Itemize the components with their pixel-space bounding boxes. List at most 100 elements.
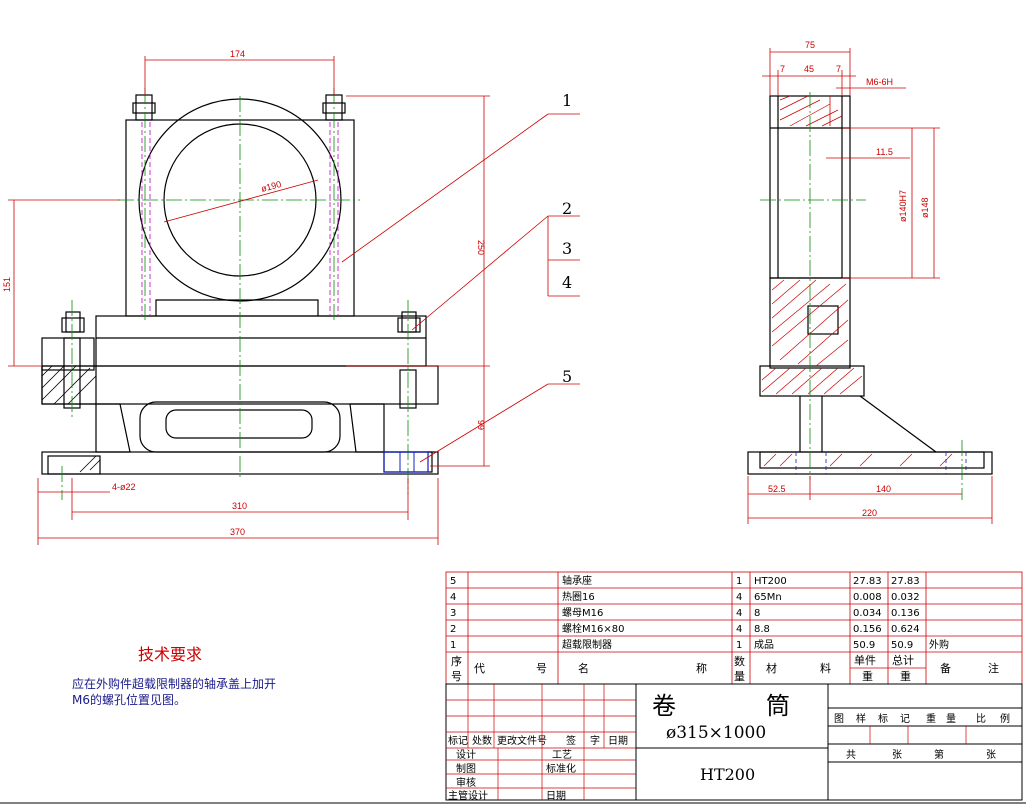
bom-cell: 1 [736, 640, 742, 651]
role-label: 设计 [456, 748, 476, 761]
bom-cell: 50.9 [891, 640, 913, 651]
rev-label: 日期 [608, 735, 628, 747]
mark-label: 记 [900, 713, 910, 725]
bom-cell: 4 [736, 592, 742, 603]
bom-cell: 4 [736, 608, 742, 619]
dim-45: 45 [804, 64, 814, 74]
rev-label: 处数 [472, 734, 492, 747]
bom-header-cell: 名 [578, 661, 589, 675]
dim-190: ø190 [260, 179, 282, 194]
balloon-2: 2 [562, 199, 572, 218]
bom-cell: 27.83 [891, 576, 920, 587]
bom-cell: 螺母M16 [562, 607, 603, 619]
mark-label: 标 [878, 713, 888, 725]
bom-header-cell: 号 [536, 662, 547, 675]
dim-310: 310 [232, 501, 247, 511]
bom-cell: 50.9 [853, 640, 875, 651]
rev-label: 签 [566, 734, 576, 747]
dim-148: ø148 [920, 197, 930, 218]
dim-151: 151 [2, 277, 12, 292]
bom-header: 序 号 代 号 名 称 数 量 材 料 单件 重 总计 重 备 注 [451, 653, 999, 683]
bom-cell: 0.624 [891, 624, 920, 635]
bom-header-cell: 称 [696, 661, 707, 675]
bom-rows: 5 轴承座 1 HT200 27.83 27.83 4 热圈16 4 65Mn … [450, 574, 999, 683]
dim-11-5: 11.5 [876, 147, 893, 157]
dim-52-5: 52.5 [768, 484, 786, 494]
bom-cell: 0.008 [853, 592, 882, 603]
dim-4-22: 4-ø22 [112, 482, 136, 492]
mark-label: 重 [926, 712, 936, 725]
title-block-red-grid [446, 684, 967, 800]
bom-header-cell: 数 [734, 655, 745, 668]
dim-140h7: ø140H7 [898, 190, 908, 222]
bom-header-cell: 号 [451, 670, 462, 683]
bom-cell: 1 [736, 576, 742, 587]
bom-cell: 0.032 [891, 592, 920, 603]
bom-header-cell: 备 [940, 661, 951, 675]
role-label: 制图 [456, 762, 476, 775]
dim-m6: M6-6H [866, 77, 893, 87]
side-hidden-lines [795, 452, 967, 474]
bom-cell: 2 [450, 624, 456, 635]
bom-cell: 热圈16 [562, 590, 595, 603]
dim-7a: 7 [780, 64, 785, 74]
balloon-1: 1 [562, 91, 572, 110]
mark-label: 样 [856, 712, 866, 725]
mark-labels: 图 样 标 记 重 量 比 例 共 张 第 张 [834, 712, 1010, 761]
side-centerlines [760, 92, 963, 500]
bom-cell: 外购 [929, 638, 949, 651]
bom-header-cell: 量 [734, 670, 745, 683]
bom-cell: 轴承座 [562, 574, 592, 587]
dim-250: 250 [476, 240, 486, 255]
front-dimension-lines [8, 56, 580, 545]
bom-cell: 超载限制器 [562, 638, 612, 651]
bom-header-cell: 重 [862, 669, 873, 683]
bom-cell: 0.034 [853, 608, 882, 619]
revision-labels: 标记 处数 更改文件号 签 字 日期 [448, 734, 628, 747]
dim-220: 220 [862, 508, 877, 518]
side-hatch [761, 95, 953, 467]
title-spec: ø315×1000 [666, 723, 766, 743]
bom-cell: 0.156 [853, 624, 882, 635]
bom-cell: 8 [754, 608, 760, 619]
side-dimension-lines [747, 48, 993, 524]
bom-cell: 4 [736, 624, 742, 635]
mark-label: 图 [834, 713, 844, 725]
role-label: 主管设计 [448, 789, 488, 802]
bom-cell: 4 [450, 592, 456, 603]
sheet-label: 张 [892, 749, 902, 761]
rev-label: 更改文件号 [497, 734, 547, 747]
dim-370: 370 [230, 527, 245, 537]
bom-cell: 螺栓M16×80 [562, 622, 624, 635]
bom-row: 2 螺栓M16×80 4 8.8 0.156 0.624 [450, 622, 920, 635]
front-centerlines [61, 88, 409, 500]
drawing-title: 卷 筒 ø315×1000 HT200 [652, 692, 790, 784]
front-hidden-lines [141, 122, 339, 316]
mark-label: 例 [1000, 712, 1010, 725]
bom-grid [445, 571, 1023, 685]
bom-header-cell: 材 [766, 661, 777, 675]
balloon-4: 4 [562, 273, 572, 292]
dim-7b: 7 [836, 64, 841, 74]
mark-label: 比 [976, 713, 986, 725]
bom-row: 1 超载限制器 1 成品 50.9 50.9 外购 [450, 638, 949, 651]
bom-cell: 0.136 [891, 608, 920, 619]
rev-label: 字 [590, 734, 600, 747]
bom-row: 3 螺母M16 4 8 0.034 0.136 [450, 607, 920, 619]
bom-cell: 65Mn [754, 592, 782, 603]
bom-header-cell: 注 [988, 661, 999, 675]
balloon-3: 3 [562, 239, 572, 258]
bom-header-cell: 总计 [892, 653, 914, 667]
bom-header-cell: 单件 [854, 654, 876, 667]
dim-75: 75 [805, 40, 815, 50]
role-label: 标准化 [546, 762, 576, 775]
role-label: 审核 [456, 776, 476, 789]
balloon-5: 5 [562, 367, 572, 386]
dim-174: 174 [230, 49, 245, 59]
rev-label: 标记 [448, 735, 468, 747]
bom-row: 5 轴承座 1 HT200 27.83 27.83 [450, 574, 920, 587]
mark-label: 量 [946, 713, 956, 725]
sheet-label: 共 [846, 749, 856, 761]
